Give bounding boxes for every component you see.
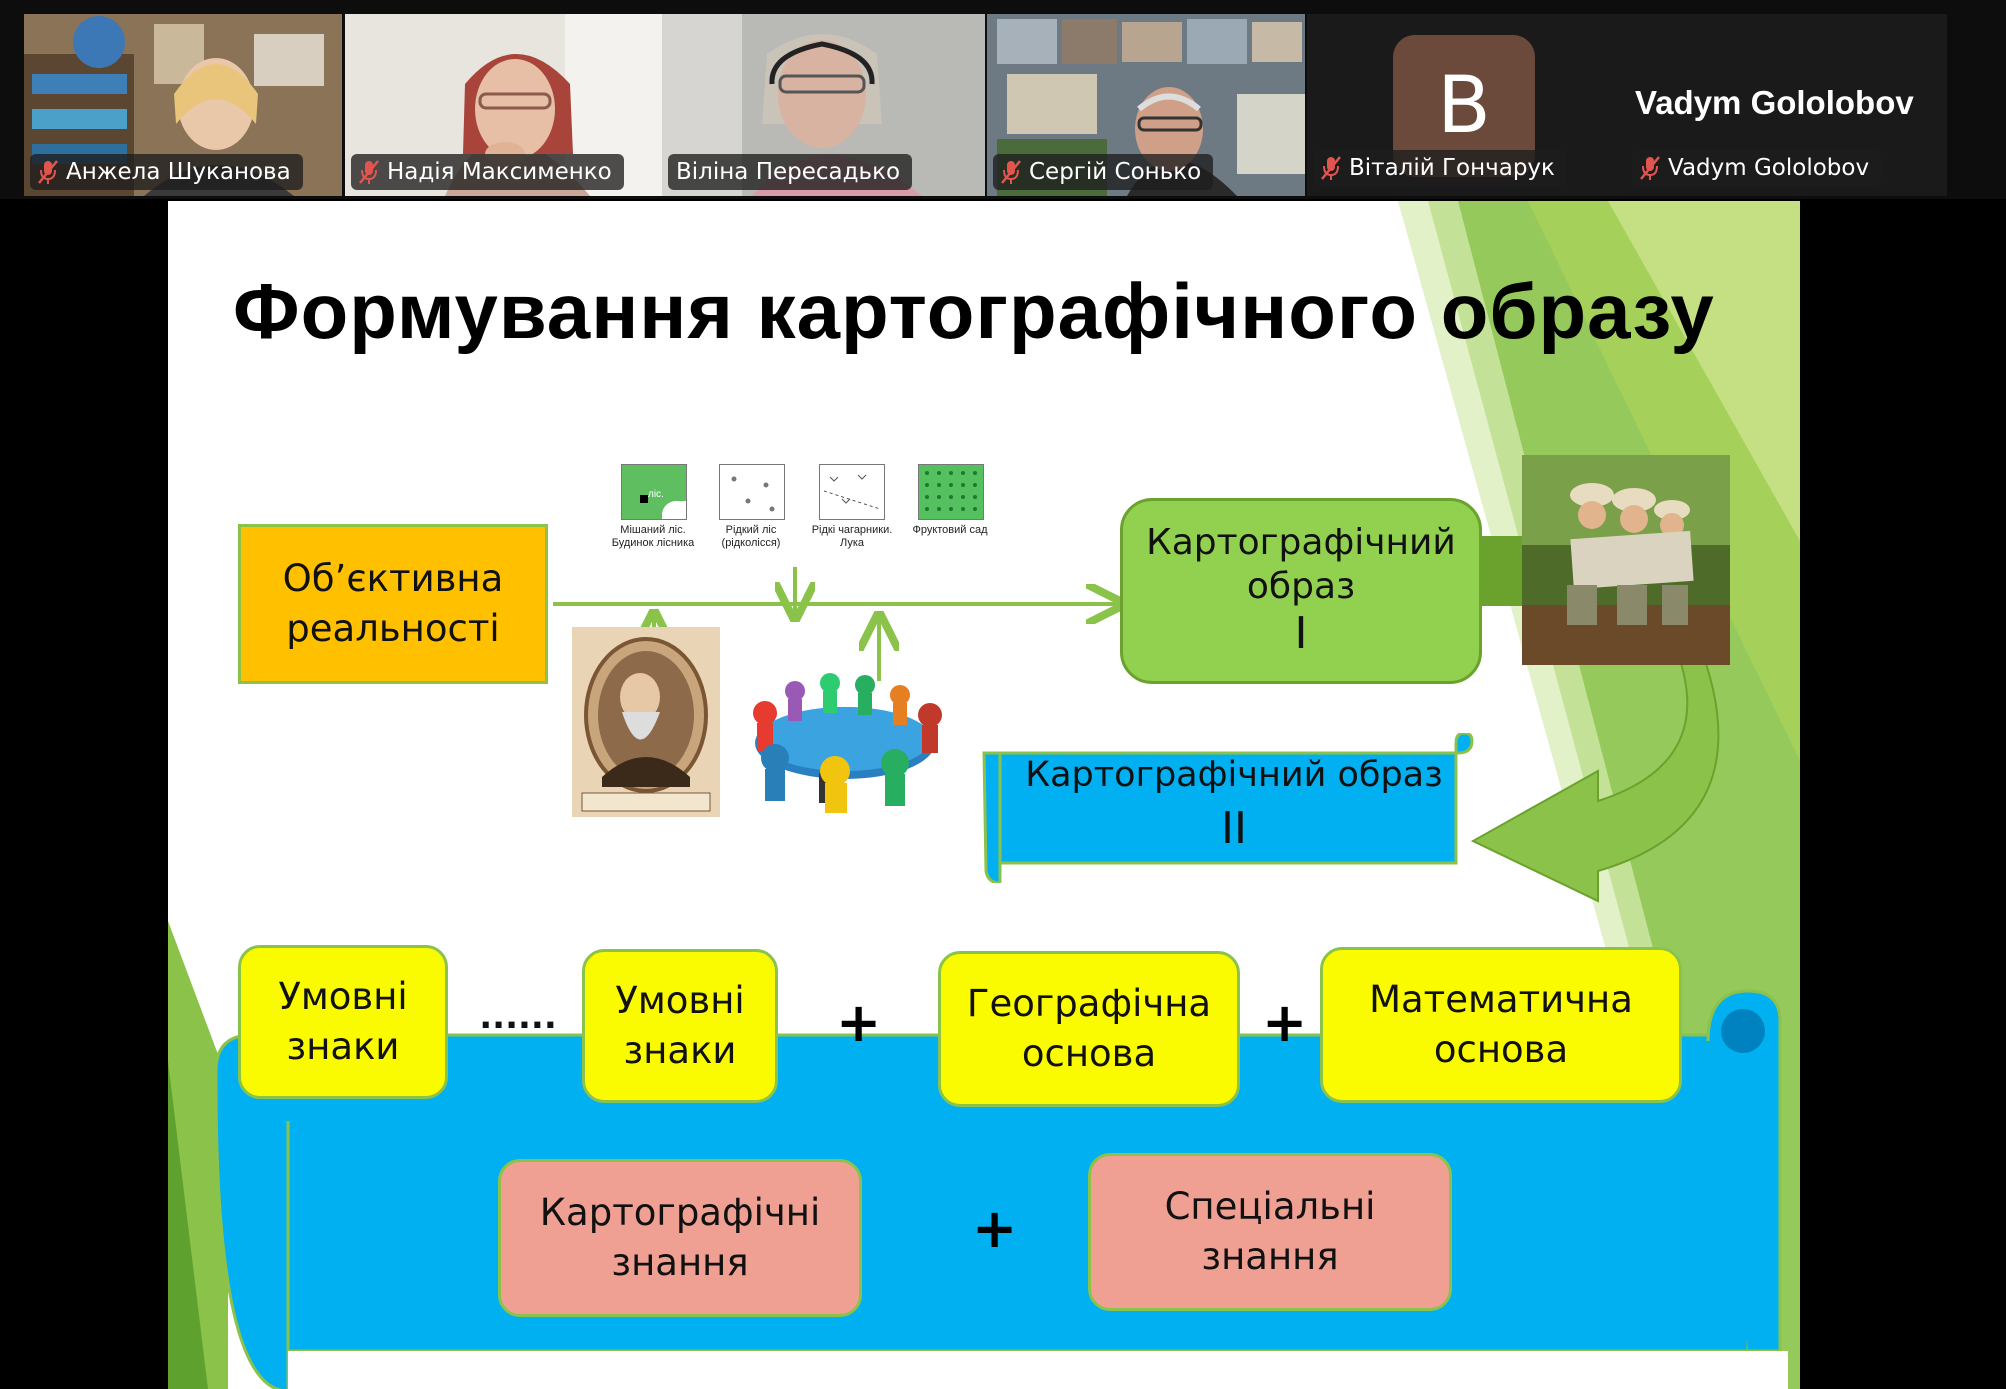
flow-arrows	[553, 536, 1720, 903]
cartographic-image-1-box: Картографічний образ I	[1120, 498, 1482, 684]
participant-name: Надія Максименко	[387, 159, 612, 185]
legend-mixed-forest: ліс.	[621, 464, 687, 520]
special-knowledge-box: Спеціальні знання	[1088, 1153, 1452, 1311]
cartographic-knowledge-box: Картографічні знання	[498, 1159, 862, 1317]
cartographic-image-1-numeral: I	[1294, 607, 1308, 659]
participant-nametag-1: Анжела Шуканова	[30, 154, 303, 190]
plus-sign: +	[1262, 991, 1308, 1054]
participant-tile-1[interactable]: Анжела Шуканова	[24, 14, 342, 196]
children-map-photo	[1522, 455, 1730, 665]
cartographic-image-2-scroll	[982, 733, 1474, 883]
portrait-image	[572, 627, 720, 817]
participant-name: Vadym Gololobov	[1668, 155, 1870, 181]
legend-map-label: ліс.	[648, 489, 664, 500]
participant-name: Віліна Пересадько	[676, 159, 901, 185]
mic-muted-icon	[38, 159, 58, 185]
cartographic-image-2-label: Картографічний образ	[1025, 754, 1443, 795]
shared-slide: Формування картографічного образу ліс. М…	[168, 201, 1800, 1389]
participant-nametag-5-wrap: Віталій Гончарук	[1313, 150, 1613, 190]
participant-nametag-2: Надія Максименко	[351, 154, 624, 190]
mic-muted-icon	[1640, 155, 1660, 181]
participant-tile-3[interactable]: Віліна Пересадько	[662, 14, 985, 196]
geographic-base-box: Географічна основа	[938, 951, 1240, 1107]
teamwork-image	[753, 673, 942, 813]
legend-caption: Рідкий ліс (рідколісся)	[721, 524, 781, 549]
participant-name: Віталій Гончарук	[1349, 155, 1555, 181]
slide-bottom-strip	[288, 1351, 1788, 1389]
signs-box-1: Умовні знаки	[238, 945, 448, 1099]
participant-name: Анжела Шуканова	[66, 159, 291, 185]
objective-reality-box: Об’єктивна реальності	[238, 524, 548, 684]
plus-sign: +	[836, 991, 882, 1054]
mic-muted-icon	[1321, 155, 1341, 181]
cartographic-image-1-label-2: образ	[1246, 565, 1356, 607]
participant-nametag-5: Віталій Гончарук	[1313, 150, 1567, 186]
participant-nametag-4: Сергій Сонько	[993, 154, 1214, 190]
signs-box-2: Умовні знаки	[582, 949, 778, 1103]
participant-tile-2[interactable]: Надія Максименко	[345, 14, 663, 196]
participant-nametag-3: Віліна Пересадько	[668, 154, 913, 190]
participant-strip: Анжела Шуканова Надія Максименко	[0, 0, 2006, 199]
cartographic-image-2-numeral: II	[1221, 802, 1247, 854]
ellipsis-text: ......	[479, 997, 557, 1038]
cartographic-image-2-text: Картографічний образ II	[1004, 749, 1464, 861]
legend-sparse-forest	[719, 464, 785, 520]
mic-muted-icon	[1001, 159, 1021, 185]
slide-title: Формування картографічного образу	[233, 267, 1715, 355]
participant-tile-4[interactable]: Сергій Сонько	[987, 14, 1305, 196]
cartographic-image-1-label: Картографічний	[1146, 522, 1456, 564]
legend-caption: Рідкі чагарники. Лука	[811, 524, 893, 549]
mathematical-base-box: Математична основа	[1320, 947, 1682, 1103]
components-scroll	[214, 989, 1782, 1389]
featured-participant-name: Vadym Gololobov	[1635, 84, 1914, 121]
participant-nametag-6: Vadym Gololobov	[1632, 150, 1882, 186]
mic-muted-icon	[359, 159, 379, 185]
legend-shrubs-meadow	[819, 464, 885, 520]
legend-caption: Мішаний ліс. Будинок лісника	[611, 524, 695, 549]
participant-name: Сергій Сонько	[1029, 159, 1202, 185]
participant-nametag-6-wrap: Vadym Gololobov	[1632, 150, 1932, 190]
plus-sign: +	[972, 1197, 1018, 1260]
legend-orchard	[918, 464, 984, 520]
legend-caption: Фруктовий сад	[912, 524, 988, 536]
